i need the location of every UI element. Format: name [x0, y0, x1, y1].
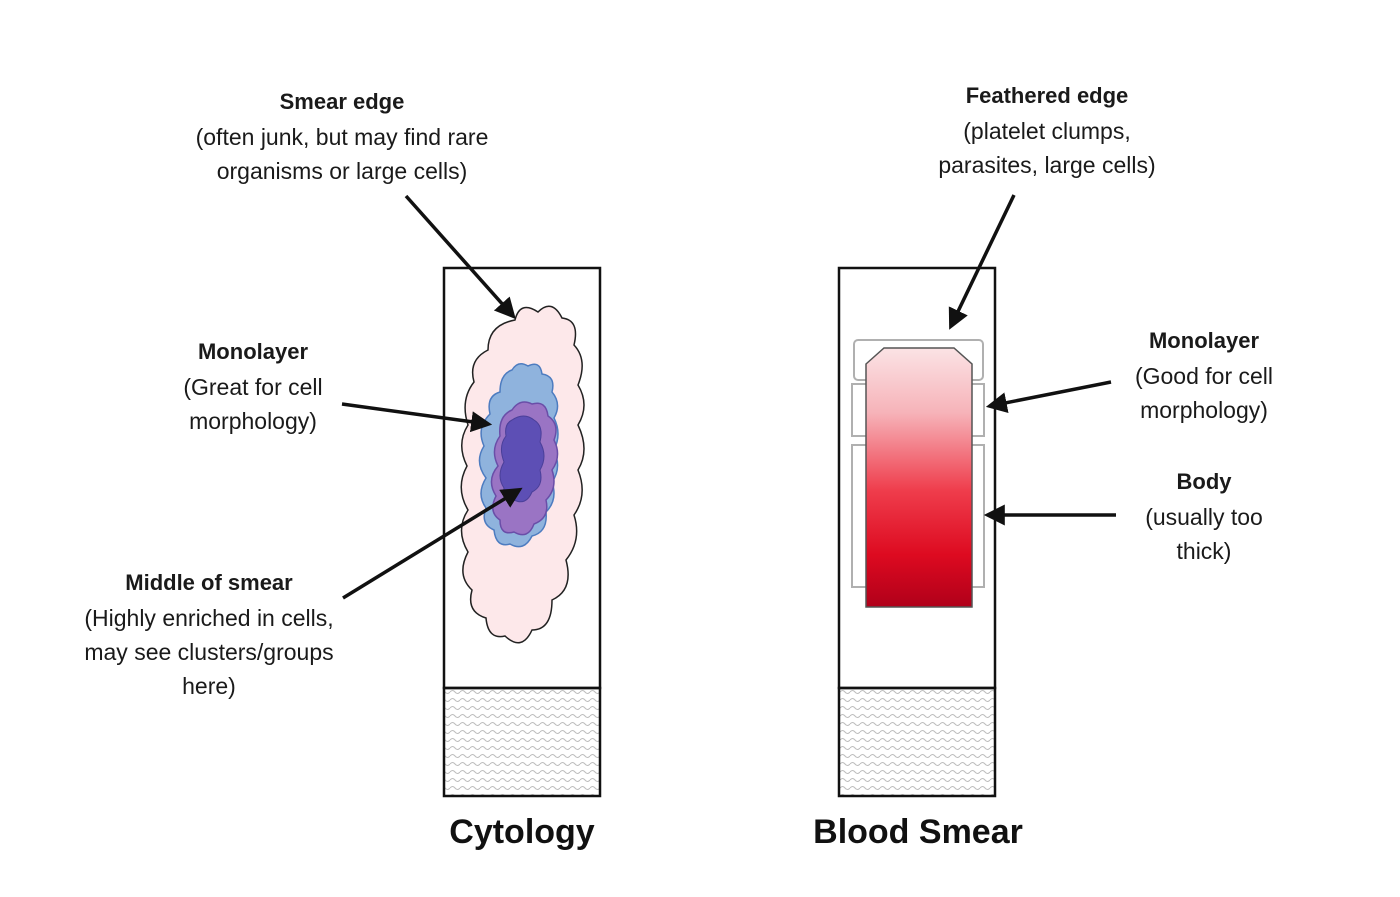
label-middle-of-smear: Middle of smear (Highly enriched in cell… [84, 570, 333, 699]
label-body: Body (usually too thick) [1145, 469, 1263, 564]
arrow-blood-monolayer [985, 380, 1112, 414]
middle-line-3: here) [182, 673, 236, 699]
cyto-monolayer-line-2: morphology) [189, 408, 317, 434]
middle-heading: Middle of smear [125, 570, 293, 595]
arrow-middle-of-smear [342, 487, 523, 600]
blood-frosted-label-area [837, 686, 997, 798]
smear-edge-heading: Smear edge [280, 89, 405, 114]
blood-smear-title: Blood Smear [813, 813, 1023, 851]
feathered-edge-line-2: parasites, large cells) [938, 152, 1155, 178]
label-feathered-edge: Feathered edge (platelet clumps, parasit… [938, 83, 1155, 178]
label-cyto-monolayer: Monolayer (Great for cell morphology) [183, 339, 322, 434]
body-line-1: (usually too [1145, 504, 1263, 530]
label-blood-monolayer: Monolayer (Good for cell morphology) [1135, 328, 1273, 423]
cytology-core-zone [499, 415, 545, 503]
cyto-monolayer-line-1: (Great for cell [183, 374, 322, 400]
middle-line-1: (Highly enriched in cells, [84, 605, 333, 631]
blood-monolayer-line-2: morphology) [1140, 397, 1268, 423]
body-line-2: thick) [1177, 538, 1232, 564]
blood-smear-slide [837, 266, 997, 798]
label-smear-edge: Smear edge (often junk, but may find rar… [196, 89, 489, 184]
middle-line-2: may see clusters/groups [84, 639, 333, 665]
blood-monolayer-line-1: (Good for cell [1135, 363, 1273, 389]
blood-smear-film [865, 347, 973, 608]
smear-edge-line-2: organisms or large cells) [217, 158, 468, 184]
body-heading: Body [1177, 469, 1233, 494]
blood-monolayer-heading: Monolayer [1149, 328, 1259, 353]
feathered-edge-line-1: (platelet clumps, [963, 118, 1130, 144]
arrow-feathered-edge [948, 194, 1016, 330]
cytology-slide [442, 266, 602, 798]
cyto-monolayer-heading: Monolayer [198, 339, 308, 364]
cytology-frosted-label-area [442, 686, 602, 798]
feathered-edge-heading: Feathered edge [966, 83, 1129, 108]
arrow-cyto-monolayer [341, 402, 493, 433]
cytology-title: Cytology [449, 813, 595, 851]
arrow-smear-edge [404, 194, 516, 320]
smear-edge-line-1: (often junk, but may find rare [196, 124, 489, 150]
